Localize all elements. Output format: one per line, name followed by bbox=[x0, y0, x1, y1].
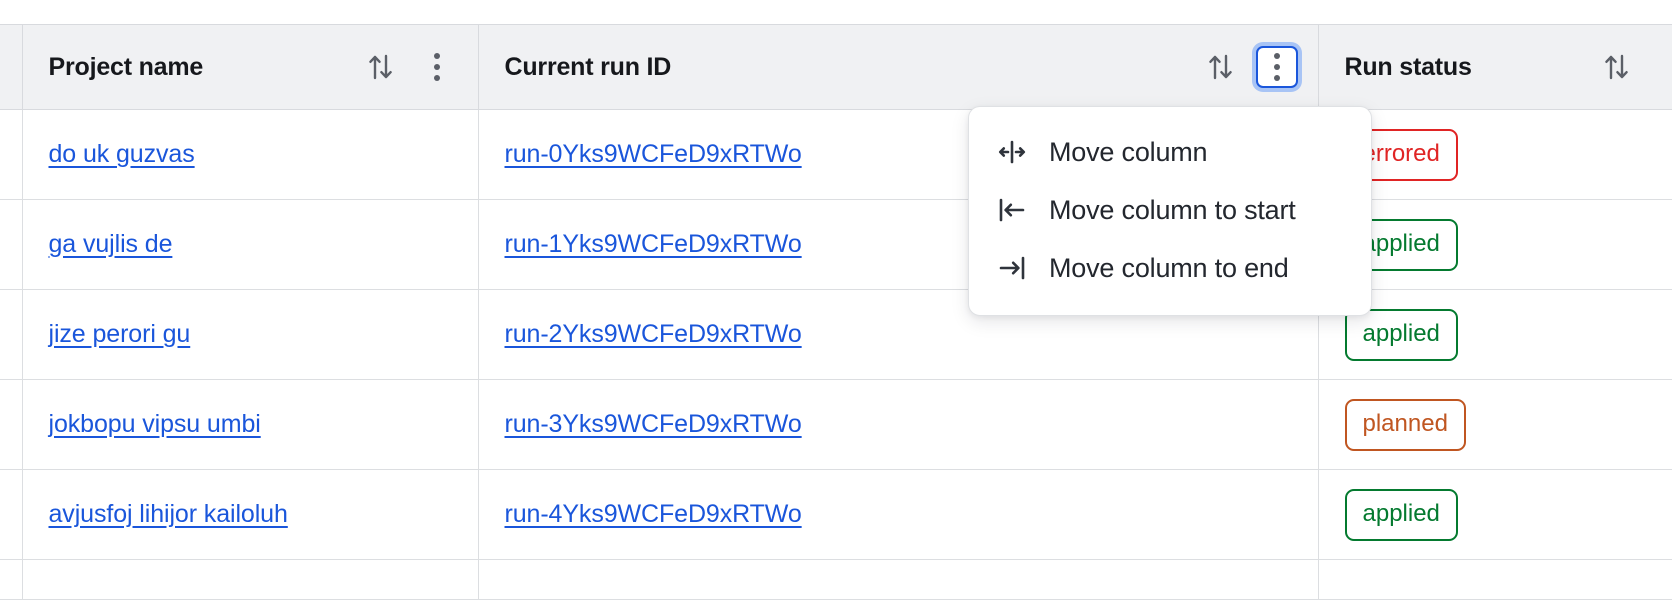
row-gutter-cell bbox=[0, 199, 23, 290]
partial-row-cell bbox=[22, 559, 479, 600]
kebab-menu-icon bbox=[433, 53, 440, 81]
sort-arrows-icon bbox=[1604, 54, 1628, 80]
status-badge: applied bbox=[1344, 488, 1458, 541]
status-badge: planned bbox=[1344, 398, 1466, 451]
header-cell-current-run-id[interactable]: Current run ID bbox=[478, 24, 1319, 110]
kebab-menu-icon bbox=[1273, 53, 1280, 81]
status-badge: applied bbox=[1344, 308, 1458, 361]
cell-current-run-id: run-3Yks9WCFeD9xRTWo bbox=[478, 379, 1319, 470]
menu-item-label: Move column to start bbox=[1049, 194, 1296, 225]
cell-run-status: applied bbox=[1318, 289, 1672, 380]
cell-run-status: planned bbox=[1318, 379, 1672, 470]
project-name-link[interactable]: ga vujlis de bbox=[48, 230, 173, 258]
header-label-current-run-id: Current run ID bbox=[504, 52, 672, 81]
table-row: ga vujlis de run-1Yks9WCFeD9xRTWo applied bbox=[0, 199, 1672, 290]
move-column-to-start-icon bbox=[995, 193, 1029, 227]
menu-item-move-column[interactable]: Move column bbox=[969, 123, 1371, 181]
project-name-link[interactable]: jokbopu vipsu umbi bbox=[48, 410, 261, 438]
cell-project-name: do uk guzvas bbox=[22, 109, 479, 200]
column-menu-button-current-run-id[interactable] bbox=[1255, 46, 1298, 88]
cell-run-status: applied bbox=[1318, 469, 1672, 560]
header-row: Project name bbox=[0, 24, 1672, 110]
column-context-menu[interactable]: Move column Move column to start Move co… bbox=[968, 106, 1372, 316]
cell-project-name: jokbopu vipsu umbi bbox=[22, 379, 479, 470]
table-row bbox=[0, 559, 1672, 600]
row-gutter-cell bbox=[0, 469, 23, 560]
row-gutter-cell bbox=[0, 379, 23, 470]
project-name-link[interactable]: do uk guzvas bbox=[48, 140, 195, 168]
cell-run-status: applied bbox=[1318, 199, 1672, 290]
current-run-id-link[interactable]: run-1Yks9WCFeD9xRTWo bbox=[504, 230, 802, 258]
table-row: jokbopu vipsu umbi run-3Yks9WCFeD9xRTWo pl… bbox=[0, 379, 1672, 470]
move-column-icon bbox=[995, 135, 1029, 169]
current-run-id-link[interactable]: run-0Yks9WCFeD9xRTWo bbox=[504, 140, 802, 168]
projects-table: Project name bbox=[0, 24, 1672, 600]
header-cell-run-status[interactable]: Run status bbox=[1318, 24, 1672, 110]
table-header: Project name bbox=[0, 24, 1672, 110]
header-label-run-status: Run status bbox=[1344, 52, 1472, 81]
table-row: avjusfoj lihijor kailoluh run-4Yks9WCFeD9… bbox=[0, 469, 1672, 560]
column-menu-button-project-name[interactable] bbox=[416, 46, 458, 88]
menu-item-label: Move column to end bbox=[1049, 252, 1289, 283]
cell-current-run-id: run-4Yks9WCFeD9xRTWo bbox=[478, 469, 1319, 560]
header-cell-project-name[interactable]: Project name bbox=[22, 24, 479, 110]
cell-run-status: errored bbox=[1318, 109, 1672, 200]
current-run-id-link[interactable]: run-2Yks9WCFeD9xRTWo bbox=[504, 320, 802, 348]
row-gutter-cell bbox=[0, 109, 23, 200]
menu-item-label: Move column bbox=[1049, 136, 1208, 167]
table-row: jize perori gu run-2Yks9WCFeD9xRTWo applie… bbox=[0, 289, 1672, 380]
header-cell-gutter bbox=[0, 24, 23, 110]
project-name-link[interactable]: jize perori gu bbox=[48, 320, 191, 348]
partial-row-cell bbox=[1318, 559, 1672, 600]
cell-current-run-id: run-2Yks9WCFeD9xRTWo bbox=[478, 289, 1319, 380]
sort-button-run-status[interactable] bbox=[1596, 46, 1638, 88]
status-badge: applied bbox=[1344, 218, 1458, 271]
cell-project-name: avjusfoj lihijor kailoluh bbox=[22, 469, 479, 560]
cell-project-name: ga vujlis de bbox=[22, 199, 479, 290]
project-name-link[interactable]: avjusfoj lihijor kailoluh bbox=[48, 500, 288, 528]
sort-arrows-icon bbox=[1208, 54, 1232, 80]
current-run-id-link[interactable]: run-4Yks9WCFeD9xRTWo bbox=[504, 500, 802, 528]
header-label-project-name: Project name bbox=[48, 52, 204, 81]
move-column-to-end-icon bbox=[995, 251, 1029, 285]
cell-project-name: jize perori gu bbox=[22, 289, 479, 380]
row-gutter-cell bbox=[0, 289, 23, 380]
sort-arrows-icon bbox=[368, 54, 392, 80]
partial-row-cell bbox=[0, 559, 23, 600]
menu-item-move-column-to-end[interactable]: Move column to end bbox=[969, 239, 1371, 297]
menu-item-move-column-to-start[interactable]: Move column to start bbox=[969, 181, 1371, 239]
sort-button-current-run-id[interactable] bbox=[1200, 46, 1242, 88]
table-row: do uk guzvas run-0Yks9WCFeD9xRTWo errored bbox=[0, 109, 1672, 200]
sort-button-project-name[interactable] bbox=[360, 46, 402, 88]
partial-row-cell bbox=[478, 559, 1319, 600]
current-run-id-link[interactable]: run-3Yks9WCFeD9xRTWo bbox=[504, 410, 802, 438]
